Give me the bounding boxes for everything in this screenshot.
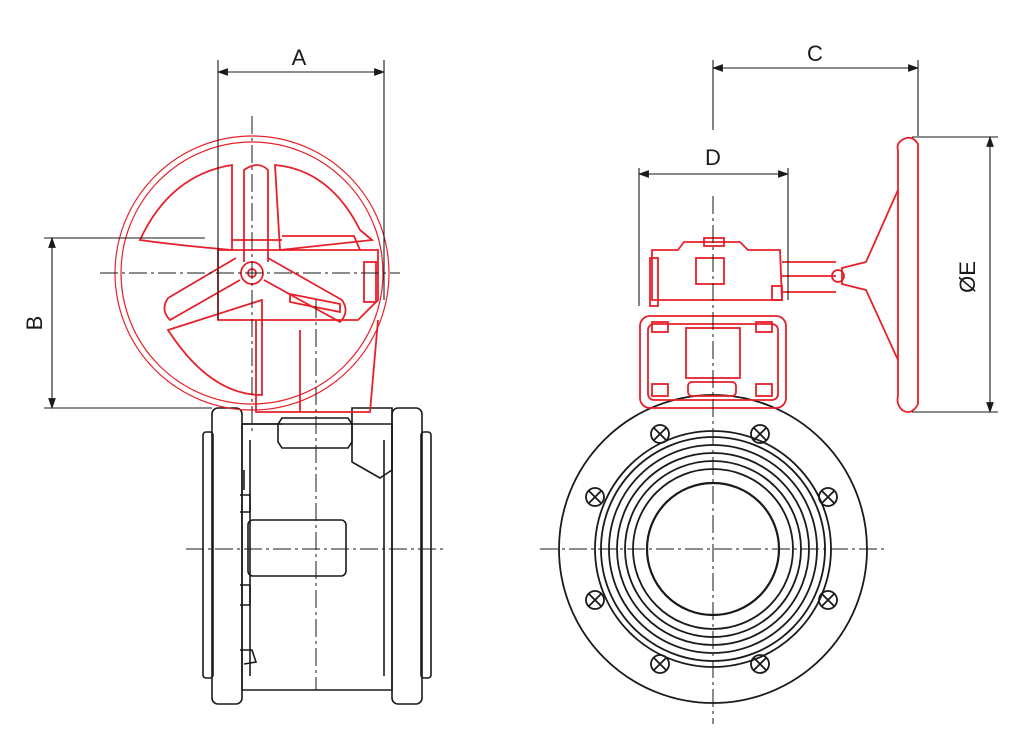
handwheel-side	[896, 136, 919, 413]
dim-c-label: C	[807, 41, 823, 66]
dimension-lines	[44, 60, 998, 414]
body-window	[247, 519, 347, 577]
dim-d-label: D	[705, 145, 721, 170]
left-flange	[211, 407, 243, 705]
right-flange	[391, 407, 423, 705]
gearbox	[217, 249, 379, 321]
valve-body	[241, 423, 393, 691]
dim-b-label: B	[22, 316, 47, 331]
dim-a-label: A	[292, 45, 307, 70]
front-gearbox	[651, 241, 783, 301]
handwheel-spoke-right	[263, 257, 347, 324]
centerlines	[100, 116, 884, 724]
front-view-gear-operator	[639, 136, 919, 413]
bolt-holes	[585, 424, 838, 674]
handwheel-spoke-left	[163, 257, 241, 322]
stem-nut	[687, 381, 737, 397]
handwheel-spoke-top	[243, 164, 269, 262]
side-view-valve-body	[202, 407, 432, 705]
dim-e-label: ØE	[955, 261, 980, 293]
